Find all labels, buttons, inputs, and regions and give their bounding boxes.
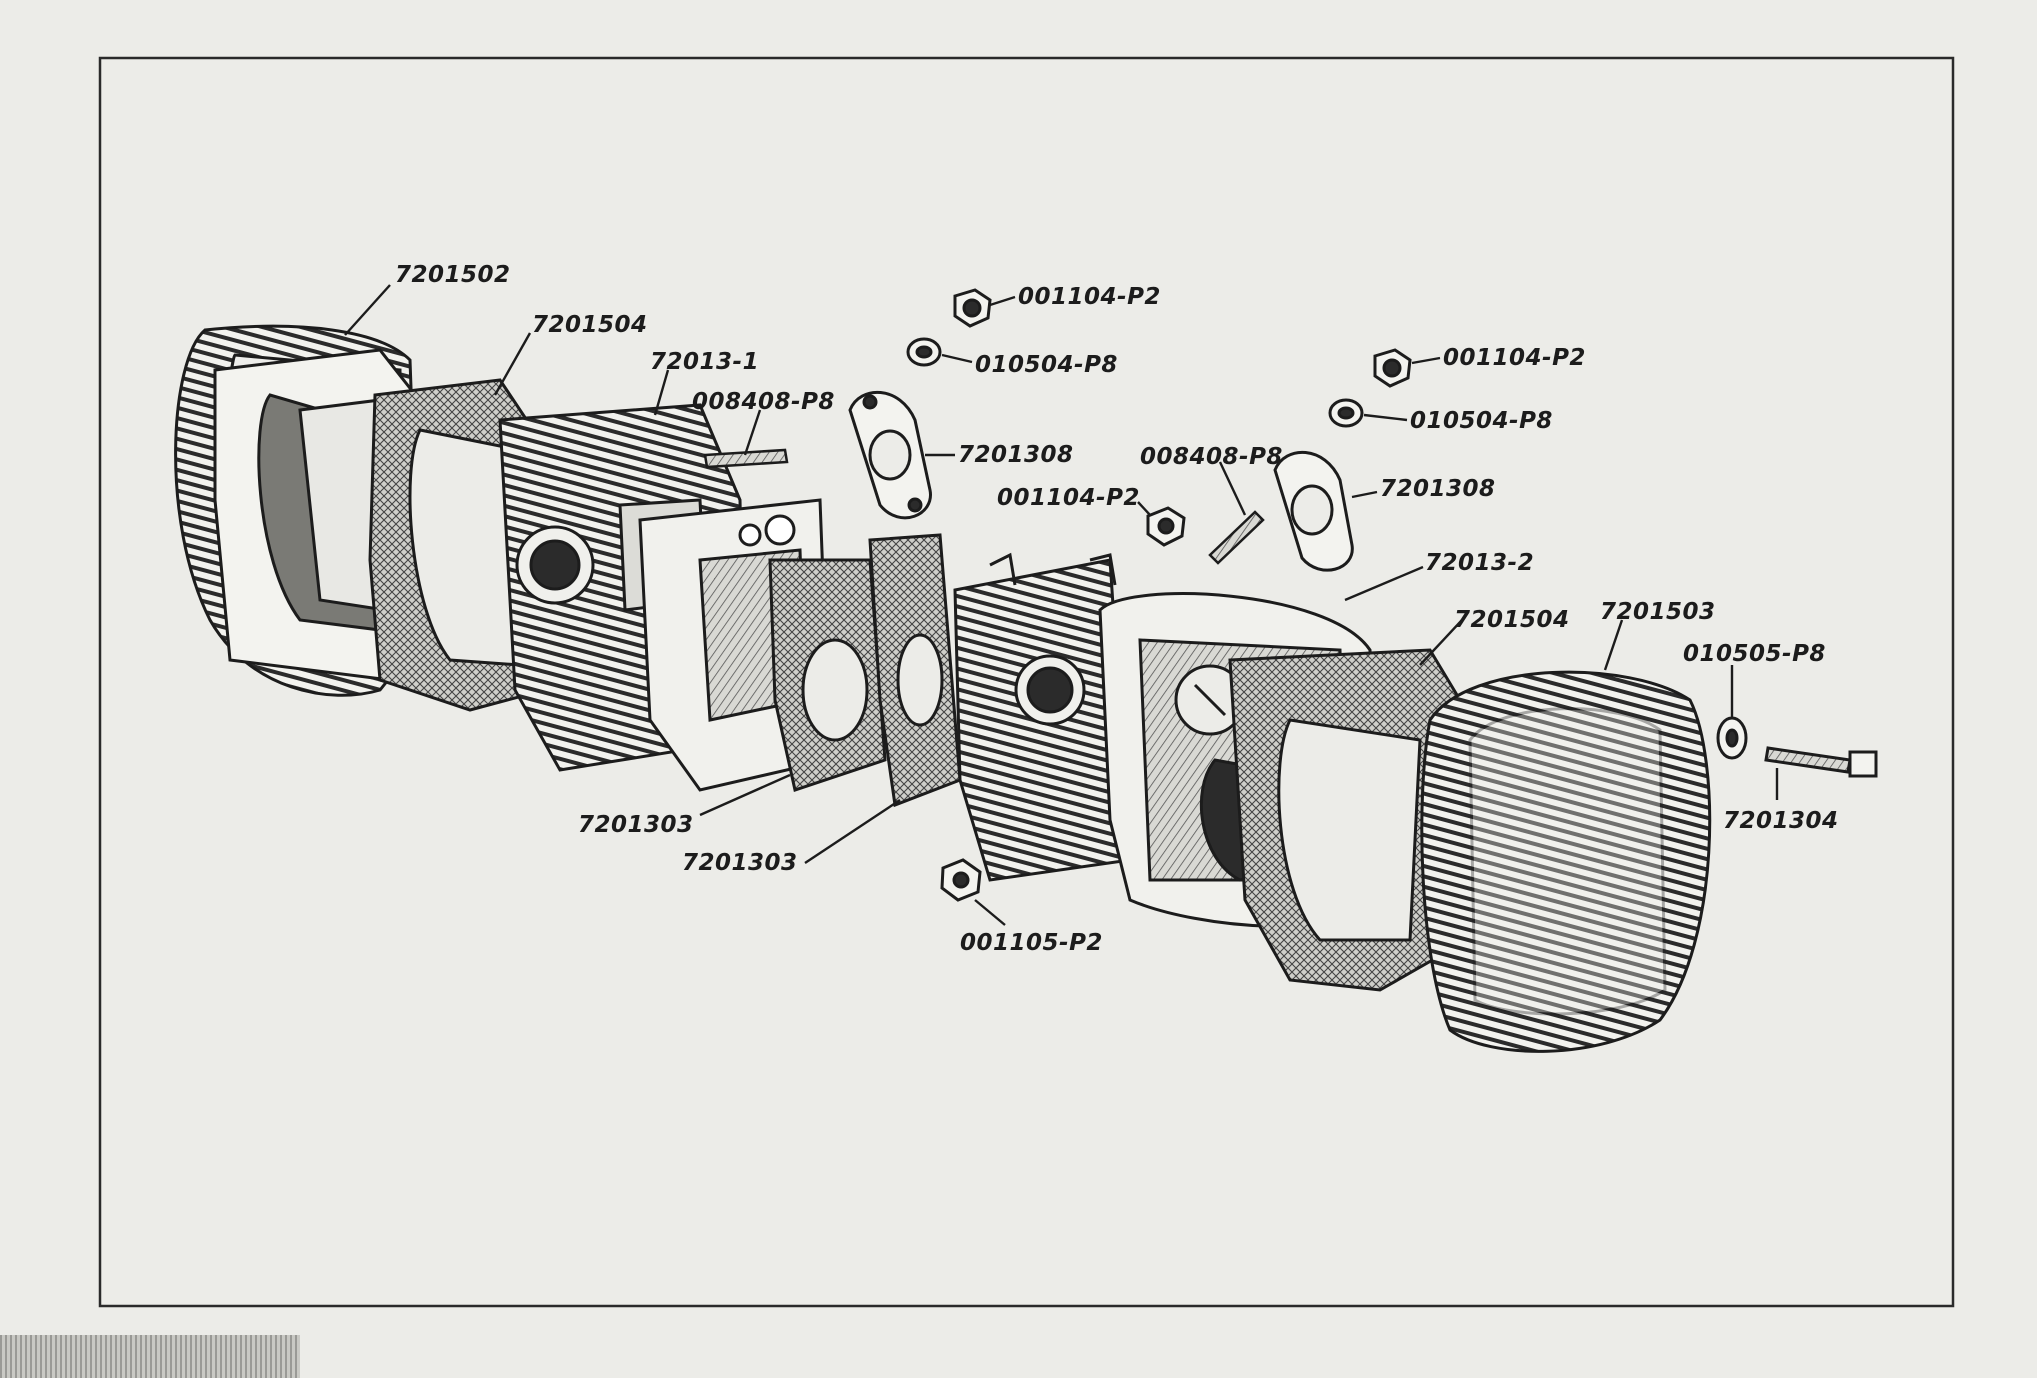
label-001104-p2-middle: 001104-P2	[997, 485, 1140, 511]
drawing-frame	[98, 56, 1955, 1308]
bolt-right-part	[1764, 746, 1878, 778]
label-010504-p8-top-left: 010504-P8	[975, 352, 1118, 378]
leader-lines	[344, 284, 1779, 926]
scan-artifact	[0, 1335, 300, 1378]
label-008408-p8-left: 008408-P8	[692, 389, 835, 415]
label-010504-p8-top-right: 010504-P8	[1410, 408, 1553, 434]
label-010505-p8: 010505-P8	[1683, 641, 1826, 667]
flange-gasket-right-part	[1273, 450, 1354, 572]
label-7201303-1: 7201303	[578, 812, 694, 838]
head-cover-right	[1420, 670, 1712, 1053]
label-7201504-left: 7201504	[532, 312, 648, 338]
part-labels: 7201502 7201504 72013-1 008408-P8 001104…	[395, 262, 1839, 956]
label-7201303-2: 7201303	[682, 850, 798, 876]
base-gasket-left-2	[868, 533, 962, 808]
flange-gasket-left-part	[848, 390, 932, 520]
label-001104-p2-top-left: 001104-P2	[1018, 284, 1161, 310]
label-7201503: 7201503	[1600, 599, 1716, 625]
label-7201308-left: 7201308	[958, 442, 1074, 468]
label-7201502: 7201502	[395, 262, 511, 288]
base-gasket-left-1	[768, 558, 887, 792]
gasket-right	[1228, 648, 1462, 992]
nut-top-right-part	[1373, 348, 1412, 388]
washer-top-left-part	[906, 337, 942, 367]
label-008408-p8-right: 008408-P8	[1140, 444, 1283, 470]
nut-top-left-part	[953, 288, 992, 328]
washer-top-right-part	[1328, 398, 1364, 428]
label-7201304: 7201304	[1723, 808, 1839, 834]
label-7201504-right: 7201504	[1454, 607, 1570, 633]
label-7201308-right: 7201308	[1380, 476, 1496, 502]
cylinder-block-right	[953, 552, 1132, 882]
label-001104-p2-top-right: 001104-P2	[1443, 345, 1586, 371]
washer-right-part	[1716, 716, 1748, 760]
label-72013-1: 72013-1	[650, 349, 759, 375]
stud-left-part	[703, 448, 789, 469]
nut-bottom-part	[940, 858, 982, 902]
nut-middle-part	[1146, 506, 1186, 547]
stud-right-part	[1208, 510, 1265, 565]
gasket-left-cross	[368, 378, 547, 712]
label-72013-2: 72013-2	[1425, 550, 1534, 576]
label-001105-p2: 001105-P2	[960, 930, 1103, 956]
